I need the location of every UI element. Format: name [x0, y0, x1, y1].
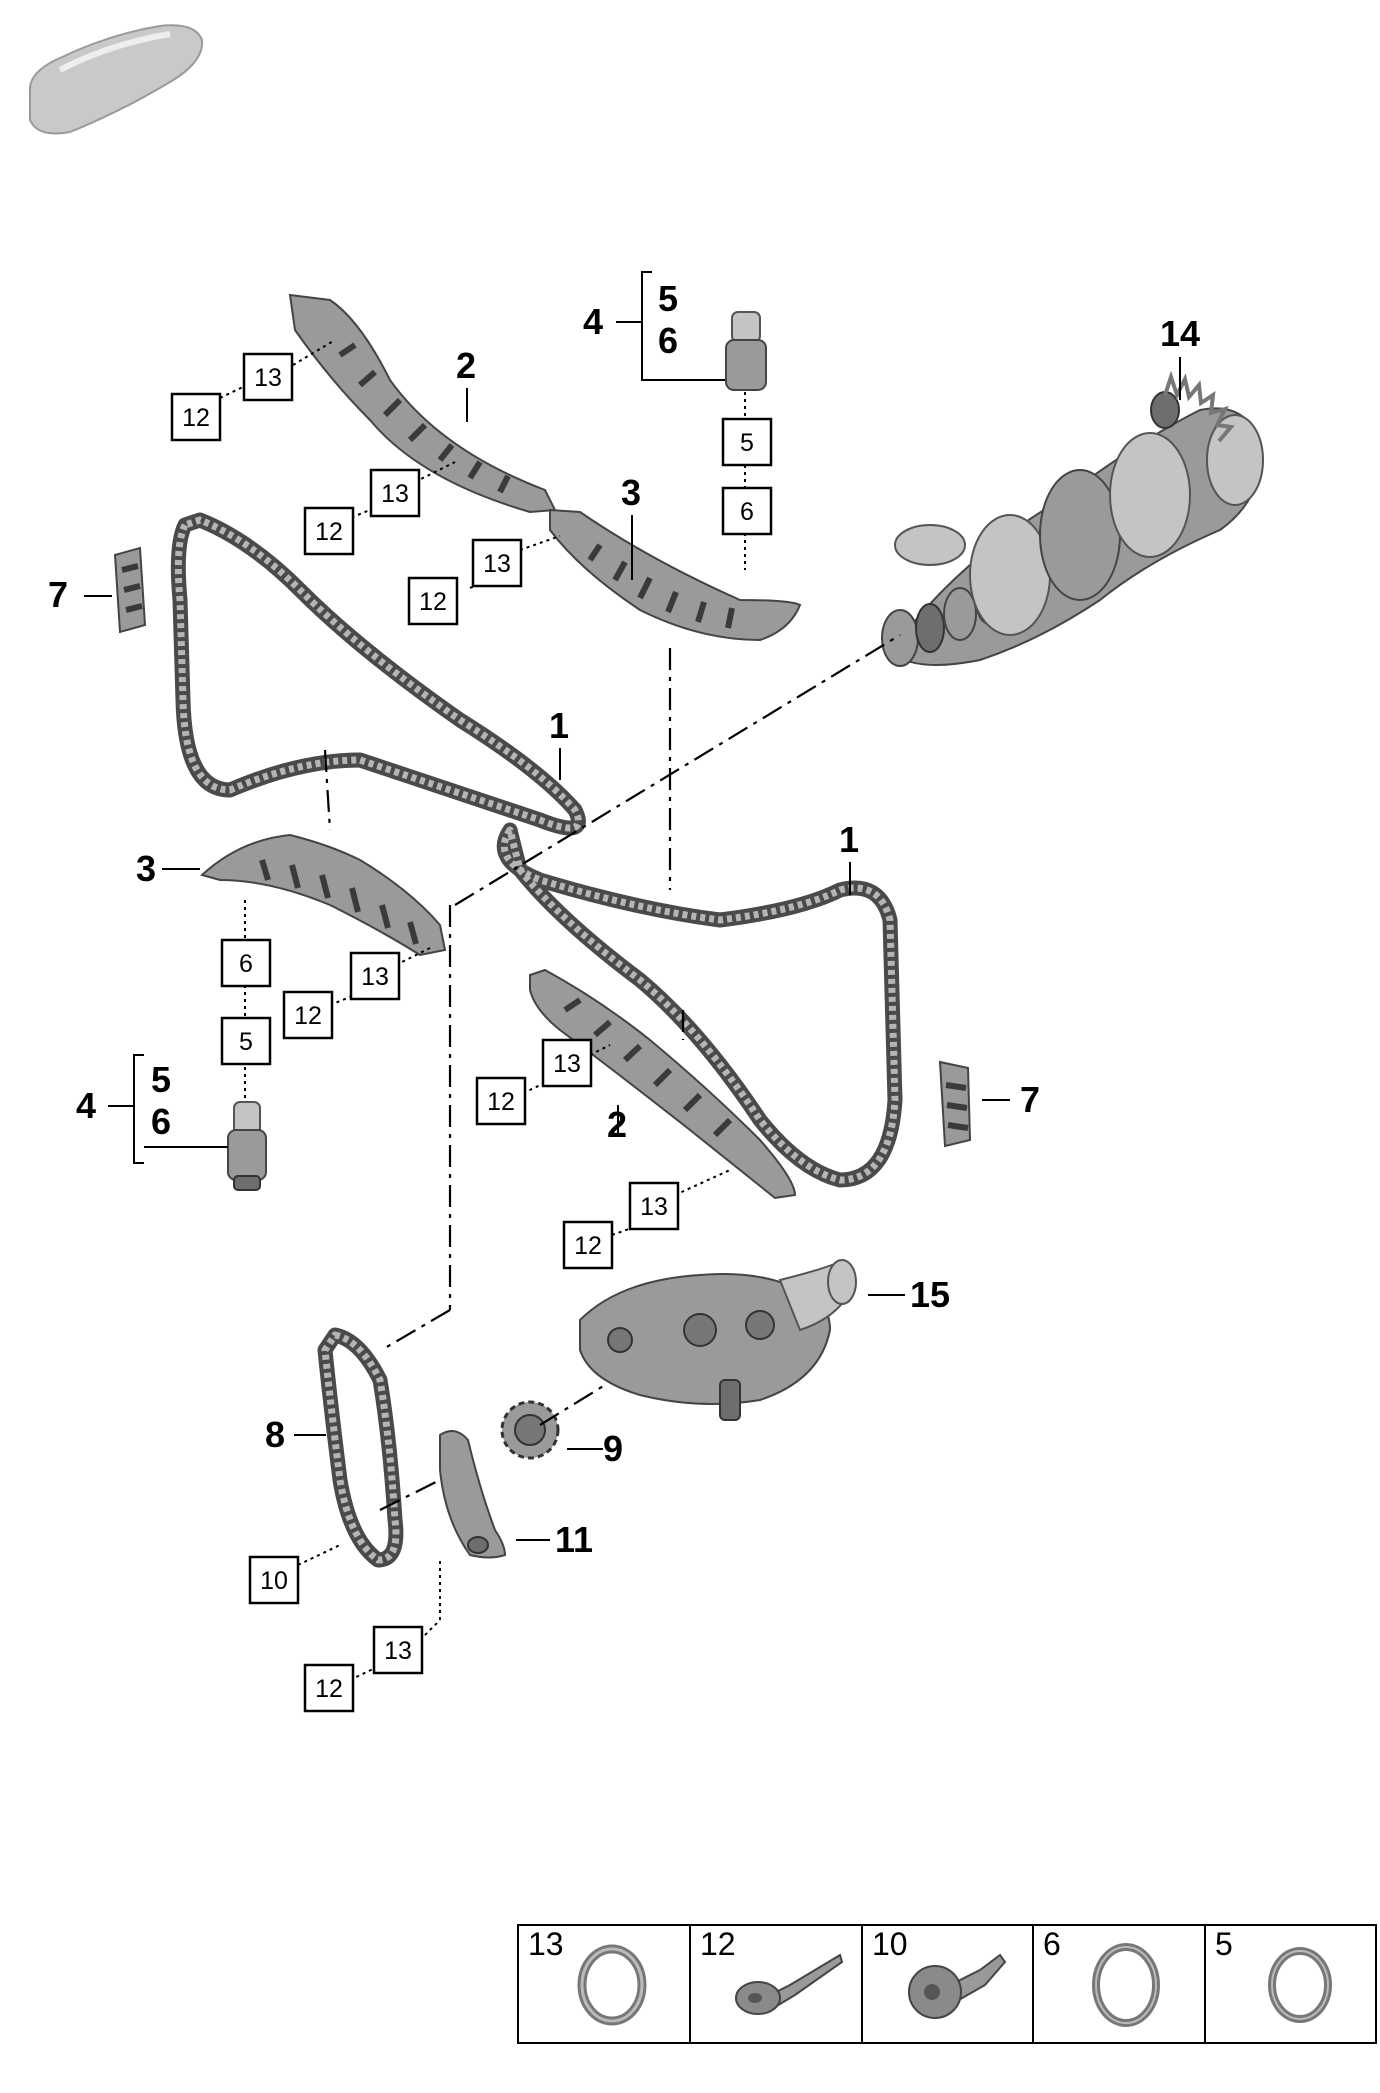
legend-cell-10: 10: [872, 1926, 1007, 2019]
box-10: 10: [248, 1555, 300, 1605]
slide-pad-left: [113, 546, 147, 634]
callout-4-lower: 4: [76, 1085, 96, 1126]
callout-6-lower: 6: [151, 1101, 171, 1142]
vehicle-thumbnail-icon: [28, 24, 204, 135]
callout-8: 8: [265, 1414, 285, 1455]
seal-ring-icon: [1092, 1943, 1160, 2027]
callout-1-left: 1: [549, 705, 569, 746]
svg-text:5: 5: [740, 429, 754, 457]
svg-text:13: 13: [254, 364, 282, 392]
box-12-e: 12: [475, 1076, 527, 1126]
box-13-d: 13: [349, 951, 401, 1001]
callout-6-upper: 6: [658, 320, 678, 361]
box-5-b: 5: [220, 1016, 272, 1066]
legend-cell-6: 6: [1043, 1926, 1160, 2027]
svg-text:10: 10: [872, 1926, 908, 1962]
oil-pump-sprocket: [500, 1400, 560, 1460]
callout-3-upper: 3: [621, 472, 641, 513]
svg-text:10: 10: [260, 1567, 288, 1595]
callout-14: 14: [1160, 313, 1200, 354]
bolt-icon: [735, 1953, 844, 2015]
svg-text:5: 5: [239, 1028, 253, 1056]
timing-chain-right: [496, 822, 903, 1188]
box-13-c: 13: [471, 538, 523, 588]
timing-chain-left: [170, 512, 586, 836]
box-13-b: 13: [369, 468, 421, 518]
box-12-c: 12: [407, 576, 459, 626]
tensioner-rail-upper: [288, 293, 557, 514]
svg-text:6: 6: [1043, 1926, 1061, 1962]
svg-text:12: 12: [294, 1002, 322, 1030]
callout-3-lower: 3: [136, 848, 156, 889]
svg-text:13: 13: [361, 963, 389, 991]
callout-4-upper: 4: [583, 301, 603, 342]
callout-2-lower: 2: [607, 1104, 627, 1145]
callout-9: 9: [603, 1428, 623, 1469]
callout-11: 11: [555, 1519, 593, 1560]
svg-text:12: 12: [419, 588, 447, 616]
svg-text:6: 6: [239, 950, 253, 978]
svg-text:13: 13: [553, 1050, 581, 1078]
guide-rail-lower: [199, 833, 447, 957]
box-12-b: 12: [303, 506, 355, 556]
svg-text:13: 13: [528, 1926, 564, 1962]
svg-text:13: 13: [483, 550, 511, 578]
callout-1-right: 1: [839, 819, 859, 860]
seal-ring-icon: [1268, 1947, 1332, 2023]
box-13-e: 13: [541, 1038, 593, 1088]
box-12-d: 12: [282, 990, 334, 1040]
svg-text:12: 12: [182, 404, 210, 432]
box-12-f: 12: [562, 1220, 614, 1270]
o-ring-icon: [577, 1944, 647, 2026]
callout-5-lower: 5: [151, 1059, 171, 1100]
box-5-a: 5: [721, 417, 773, 467]
box-6-b: 6: [220, 938, 272, 988]
box-13-g: 13: [372, 1625, 424, 1675]
legend-cell-13: 13: [528, 1926, 647, 2026]
slide-pad-right: [938, 1060, 972, 1148]
svg-text:5: 5: [1215, 1926, 1233, 1962]
svg-text:13: 13: [640, 1193, 668, 1221]
legend-table: 13 12 10 6: [517, 1924, 1377, 2044]
crankshaft: [881, 370, 1264, 667]
torx-bolt-icon: [908, 1953, 1007, 2019]
oil-pump-chain: [317, 1327, 404, 1568]
box-13-f: 13: [628, 1181, 680, 1231]
legend-cell-5: 5: [1215, 1926, 1332, 2023]
box-12-g: 12: [303, 1663, 355, 1713]
chain-tensioner-lower: [227, 1101, 267, 1191]
svg-text:6: 6: [740, 498, 754, 526]
svg-text:12: 12: [700, 1926, 736, 1962]
svg-text:12: 12: [487, 1088, 515, 1116]
callout-7-left: 7: [48, 574, 68, 615]
chain-tensioner-upper: [725, 311, 767, 391]
svg-text:12: 12: [315, 1675, 343, 1703]
box-6-a: 6: [721, 486, 773, 536]
oil-pump-chain-tensioner: [439, 1430, 507, 1559]
legend-cell-12: 12: [700, 1926, 844, 2015]
svg-text:13: 13: [381, 480, 409, 508]
svg-text:13: 13: [384, 1637, 412, 1665]
callout-15: 15: [910, 1274, 950, 1315]
oil-pump: [579, 1259, 857, 1421]
callout-7-right: 7: [1020, 1079, 1040, 1120]
box-13-a: 13: [242, 352, 294, 402]
box-12-a: 12: [170, 392, 222, 442]
callout-5-upper: 5: [658, 278, 678, 319]
callout-2-upper: 2: [456, 345, 476, 386]
svg-text:12: 12: [315, 518, 343, 546]
guide-rail-upper: [549, 508, 802, 642]
svg-text:12: 12: [574, 1232, 602, 1260]
